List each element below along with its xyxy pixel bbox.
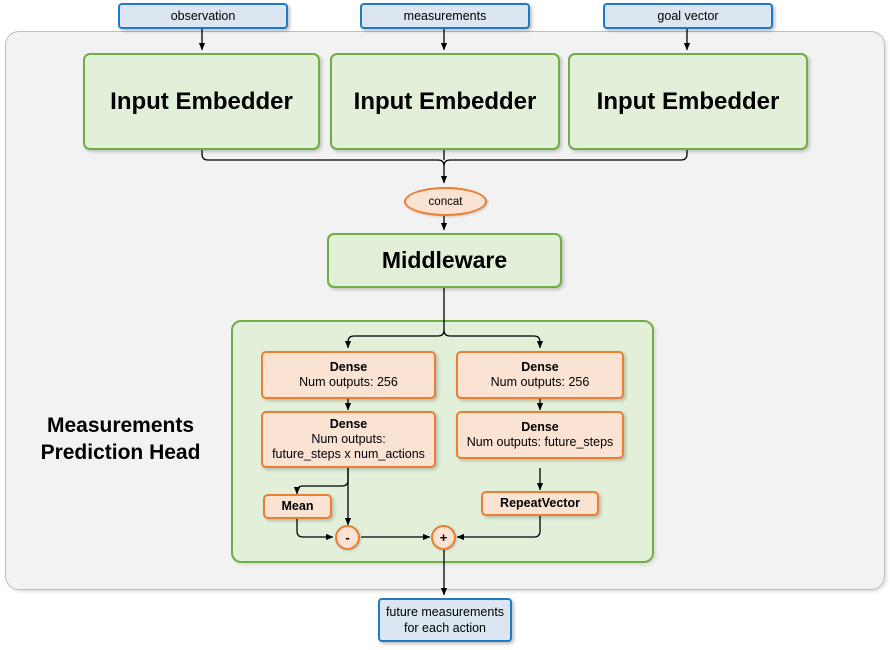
subtract-operator[interactable]: - (335, 525, 360, 550)
dense-left-1[interactable]: Dense Num outputs: 256 (261, 351, 436, 399)
input-label-measurements: measurements (403, 9, 487, 23)
dense-left-2-outputs-label: Num outputs: (311, 432, 386, 446)
dense-right-2-outputs: Num outputs: future_steps (466, 435, 614, 449)
concat-node[interactable]: concat (404, 187, 487, 216)
head-label-line-1: Measurements (46, 414, 195, 437)
repeat-vector-label: RepeatVector (500, 496, 580, 510)
input-embedder-label-1: Input Embedder (110, 87, 293, 115)
input-box-observation[interactable]: observation (118, 3, 288, 29)
middleware-box[interactable]: Middleware (327, 233, 562, 288)
input-embedder-observation[interactable]: Input Embedder (83, 53, 320, 150)
mean-label: Mean (281, 499, 314, 513)
output-label-line-1: future measurements (385, 605, 505, 619)
dense-right-1[interactable]: Dense Num outputs: 256 (456, 351, 624, 399)
dense-left-2[interactable]: Dense Num outputs: future_steps x num_ac… (261, 411, 436, 468)
measurements-prediction-head-label: Measurements Prediction Head (18, 412, 223, 466)
input-box-measurements[interactable]: measurements (360, 3, 530, 29)
concat-label: concat (428, 195, 463, 208)
mean-box[interactable]: Mean (263, 494, 332, 519)
input-embedder-label-3: Input Embedder (596, 87, 780, 115)
input-label-observation: observation (170, 9, 236, 23)
dense-right-2-title: Dense (521, 420, 559, 434)
input-label-goal-vector: goal vector (657, 9, 719, 23)
input-embedder-label-2: Input Embedder (353, 87, 537, 115)
subtract-symbol: - (345, 530, 350, 545)
output-label-line-2: for each action (404, 621, 486, 635)
input-box-goal-vector[interactable]: goal vector (603, 3, 773, 29)
dense-left-2-title: Dense (329, 417, 368, 431)
dense-right-2[interactable]: Dense Num outputs: future_steps (456, 411, 624, 459)
dense-left-1-title: Dense (329, 360, 368, 374)
repeat-vector-box[interactable]: RepeatVector (481, 491, 599, 516)
middleware-label: Middleware (381, 247, 508, 273)
dense-right-1-title: Dense (521, 360, 559, 374)
add-operator[interactable]: + (431, 525, 456, 550)
output-box-future-measurements[interactable]: future measurements for each action (378, 598, 512, 642)
input-embedder-measurements[interactable]: Input Embedder (330, 53, 560, 150)
dense-right-1-outputs: Num outputs: 256 (490, 375, 590, 389)
input-embedder-goal-vector[interactable]: Input Embedder (568, 53, 808, 150)
dense-left-2-outputs-value: future_steps x num_actions (272, 447, 425, 461)
head-label-line-2: Prediction Head (40, 441, 201, 464)
dense-left-1-outputs: Num outputs: 256 (299, 375, 398, 389)
add-symbol: + (439, 530, 448, 545)
